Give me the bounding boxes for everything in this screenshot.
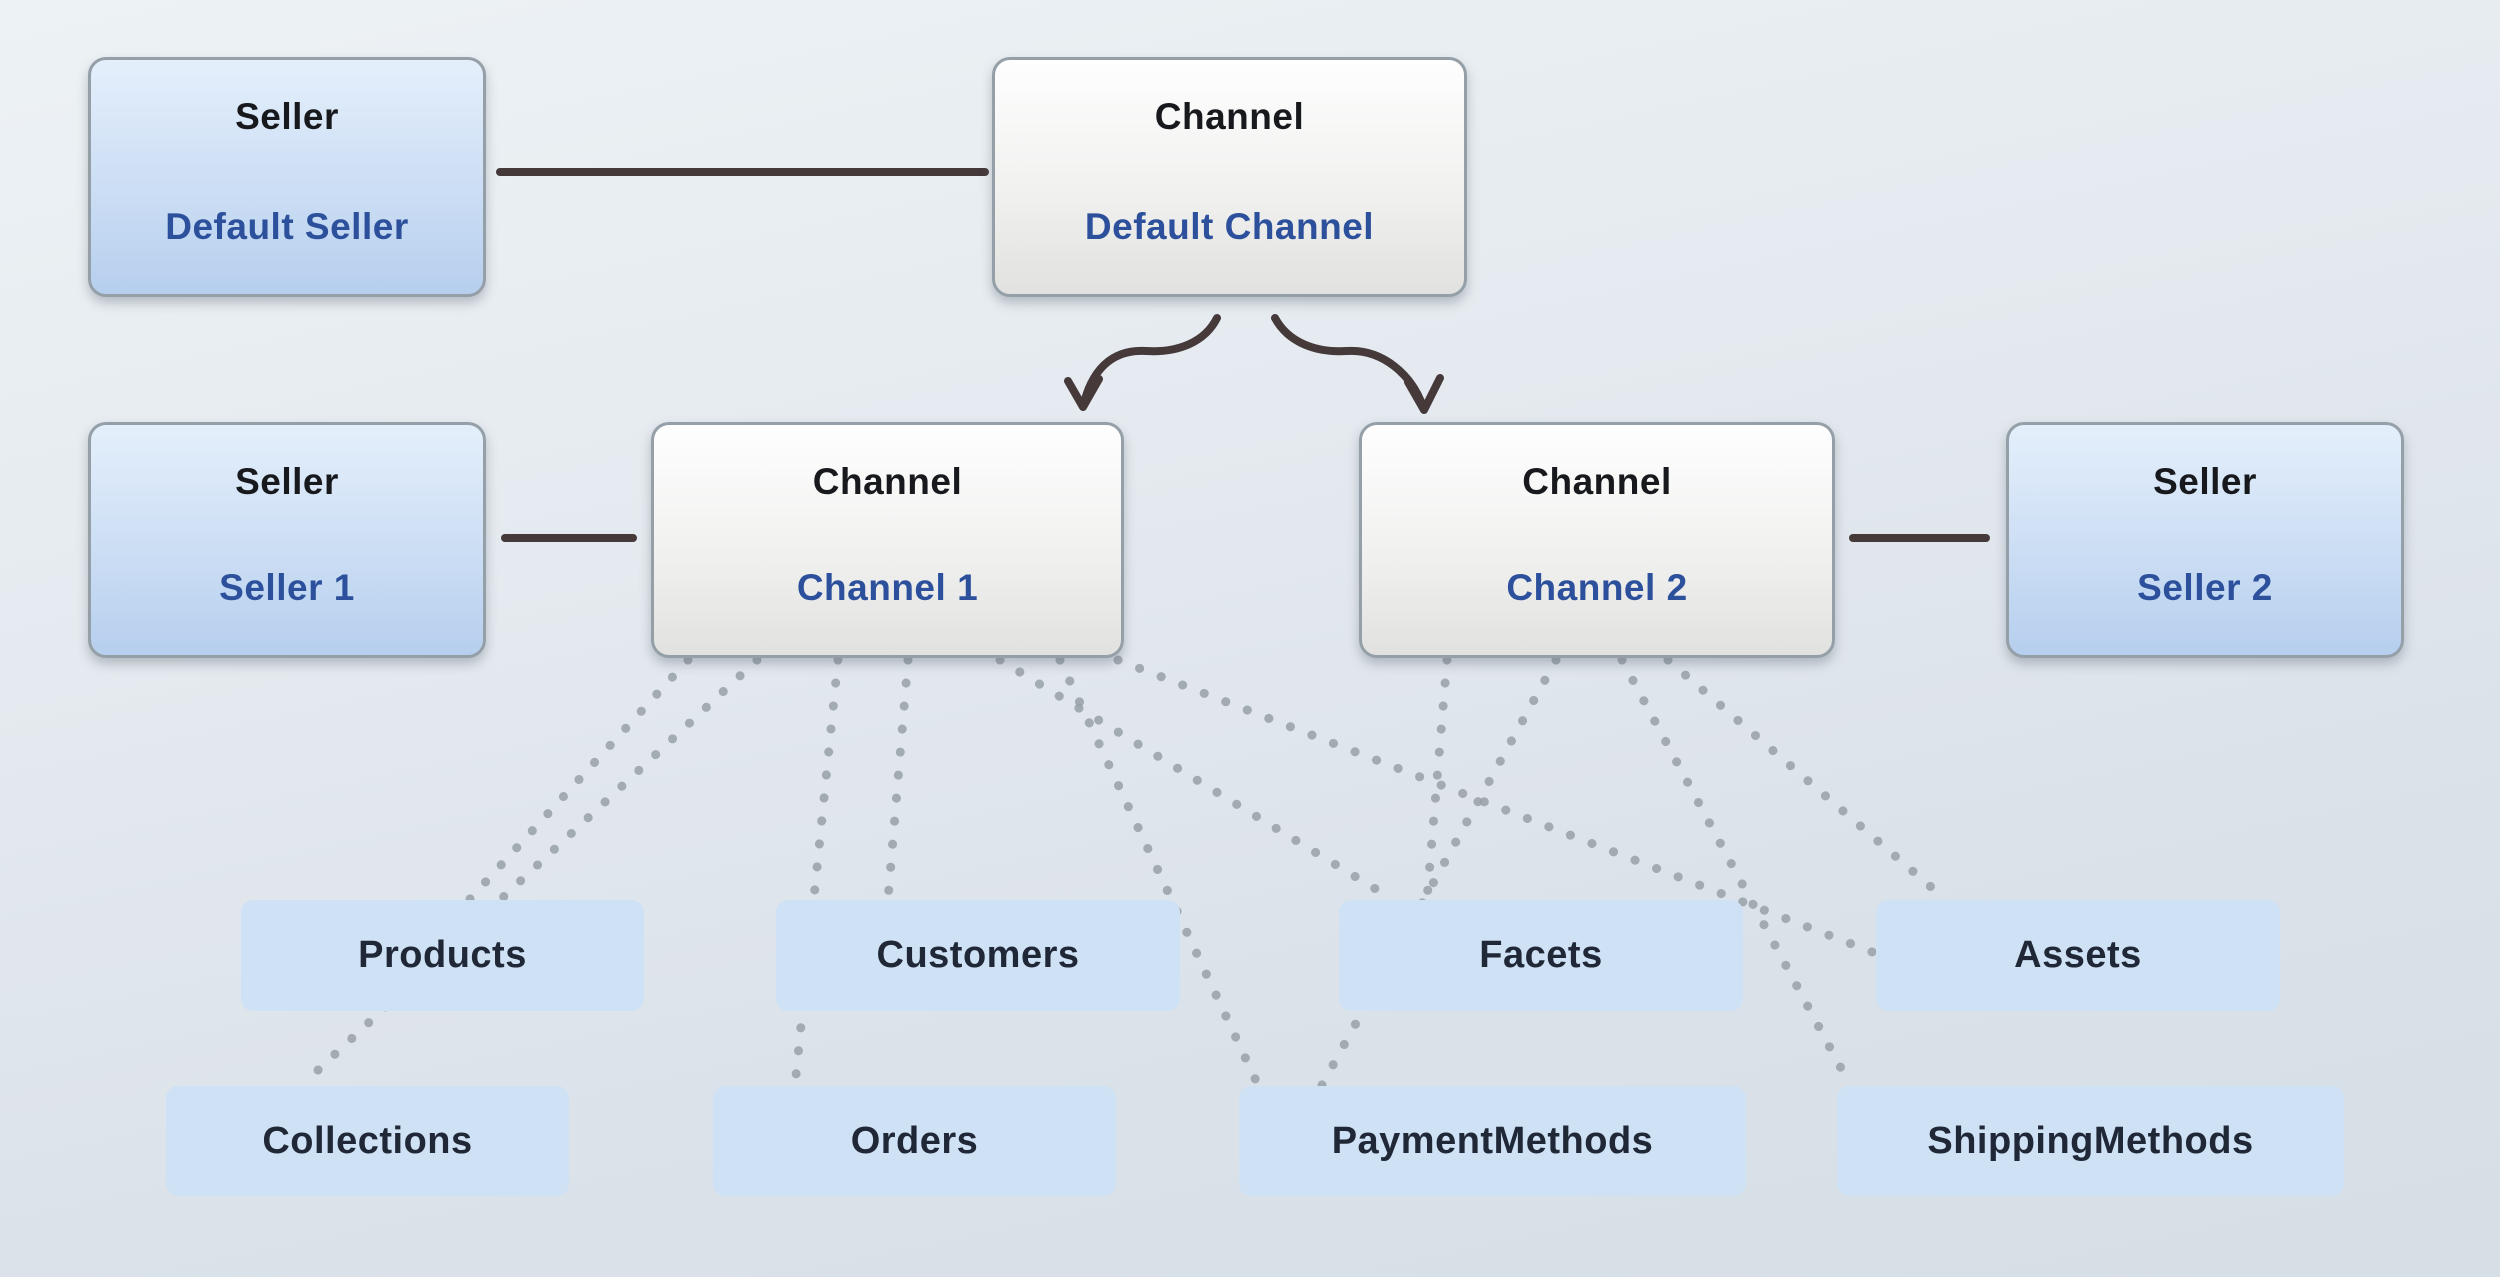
node-channel-2: Channel Channel 2 [1359,422,1835,658]
node-type-label: Seller [235,96,339,137]
node-name-label: Seller 2 [2137,567,2273,608]
dotted-link-channel1-products [465,655,693,904]
node-name-label: Default Channel [1084,206,1375,247]
entity-paymentmethods: PaymentMethods [1239,1086,1746,1196]
dotted-link-channel1-facets [995,655,1397,904]
node-name-label: Seller 1 [219,567,355,608]
node-type-label: Seller [235,461,339,502]
entity-facets: Facets [1339,900,1743,1011]
node-default-seller: Seller Default Seller [88,57,486,297]
entity-customers: Customers [776,900,1180,1011]
entity-collections: Collections [166,1086,569,1196]
dotted-link-channel2-assets [1663,655,1950,904]
node-seller-2: Seller Seller 2 [2006,422,2404,658]
arrow-default-channel-to-channel2 [1271,314,1427,411]
node-type-label: Channel [812,461,963,502]
node-name-label: Default Seller [165,206,409,247]
node-channel-1: Channel Channel 1 [651,422,1124,658]
entity-shippingmethods: ShippingMethods [1837,1086,2344,1196]
dotted-link-channel1-paymentmethods [1055,655,1263,1090]
node-seller-1: Seller Seller 1 [88,422,486,658]
dotted-link-channel1-collections [297,655,762,1090]
entity-orders: Orders [713,1086,1116,1196]
dotted-link-channel1-assets [1113,655,1885,960]
entity-products: Products [241,900,644,1011]
dotted-link-channel1-orders [790,655,843,1090]
node-type-label: Channel [1154,96,1305,137]
node-name-label: Channel 2 [1506,567,1688,608]
arrow-default-channel-to-channel1 [1080,314,1221,407]
node-type-label: Channel [1522,461,1672,502]
dotted-link-channel2-facets [1422,655,1452,904]
node-type-label: Seller [2153,461,2257,502]
dotted-link-channel1-customers [883,655,913,904]
node-name-label: Channel 1 [796,567,979,608]
arrowhead-left-icon [1064,375,1103,411]
arrowhead-right-icon [1404,374,1444,414]
node-default-channel: Channel Default Channel [992,57,1467,297]
entity-assets: Assets [1876,900,2280,1011]
